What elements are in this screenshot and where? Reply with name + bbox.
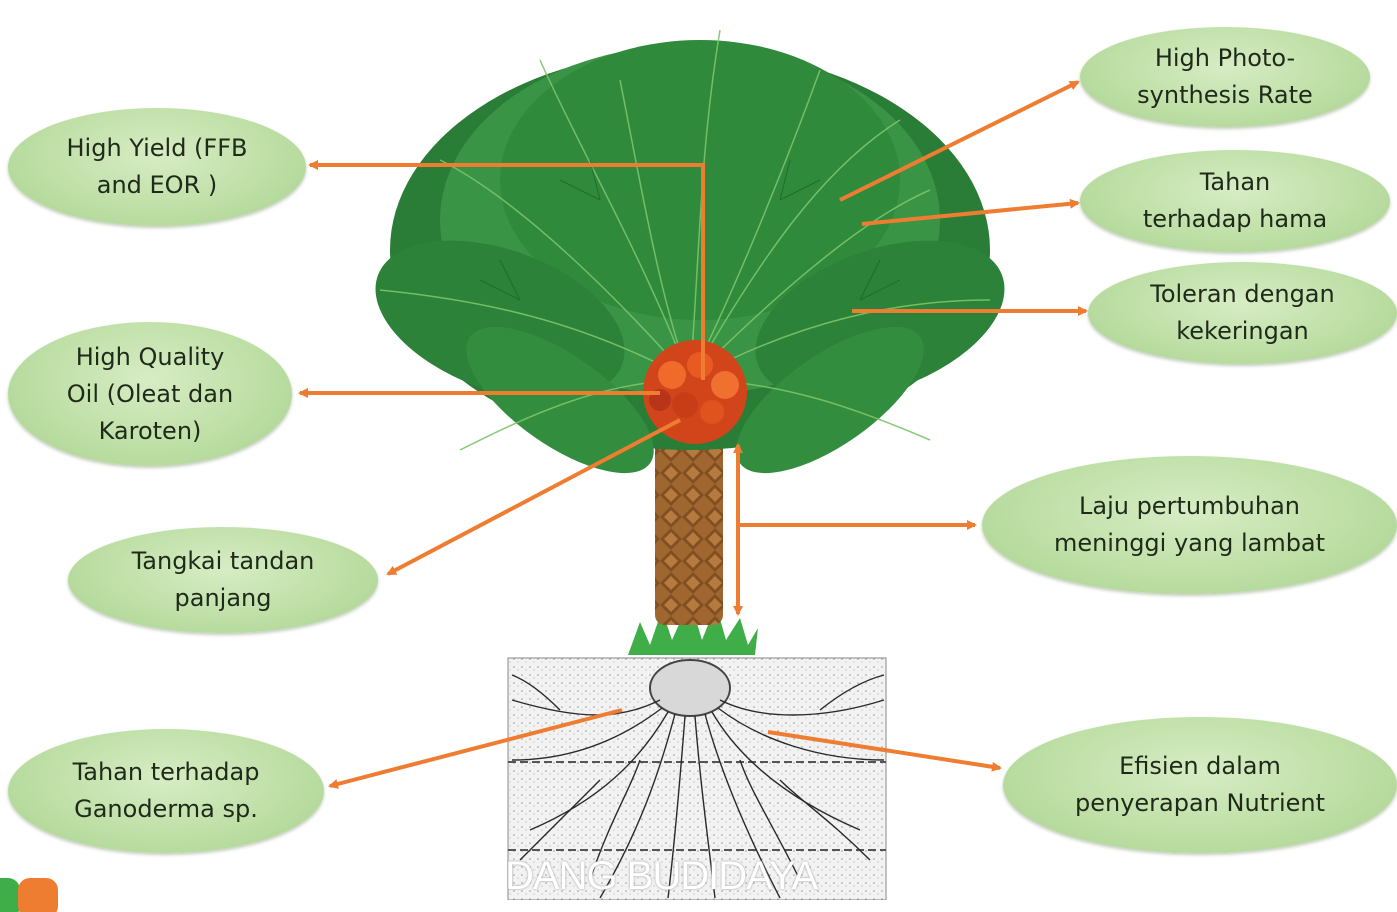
watermark-text: DANG BUDIDAYA bbox=[505, 854, 817, 899]
label-high-quality-oil: High Quality Oil (Oleat dan Karoten) bbox=[67, 339, 233, 450]
bubble-photosynthesis: High Photo- synthesis Rate bbox=[1080, 27, 1370, 127]
label-laju: Laju pertumbuhan meninggi yang lambat bbox=[1054, 488, 1325, 562]
arrow-tangkai bbox=[388, 420, 680, 574]
label-photosynthesis: High Photo- synthesis Rate bbox=[1137, 40, 1313, 114]
label-hama: Tahan terhadap hama bbox=[1143, 164, 1327, 238]
bubble-ganoderma: Tahan terhadap Ganoderma sp. bbox=[8, 729, 324, 853]
label-ganoderma: Tahan terhadap Ganoderma sp. bbox=[73, 754, 260, 828]
label-high-yield: High Yield (FFB and EOR ) bbox=[67, 130, 248, 204]
bubble-nutrient: Efisien dalam penyerapan Nutrient bbox=[1003, 717, 1397, 853]
bubble-high-yield: High Yield (FFB and EOR ) bbox=[8, 108, 306, 226]
label-tangkai: Tangkai tandan panjang bbox=[132, 543, 315, 617]
bubble-high-quality-oil: High Quality Oil (Oleat dan Karoten) bbox=[8, 322, 292, 466]
label-nutrient: Efisien dalam penyerapan Nutrient bbox=[1075, 748, 1325, 822]
label-kekeringan: Toleran dengan kekeringan bbox=[1150, 276, 1334, 350]
bubble-hama: Tahan terhadap hama bbox=[1080, 150, 1390, 252]
bubble-kekeringan: Toleran dengan kekeringan bbox=[1088, 262, 1397, 364]
palm-trunk bbox=[655, 430, 723, 625]
bubble-tangkai: Tangkai tandan panjang bbox=[68, 527, 378, 633]
logo-mark bbox=[0, 872, 60, 912]
bubble-laju: Laju pertumbuhan meninggi yang lambat bbox=[982, 456, 1397, 594]
